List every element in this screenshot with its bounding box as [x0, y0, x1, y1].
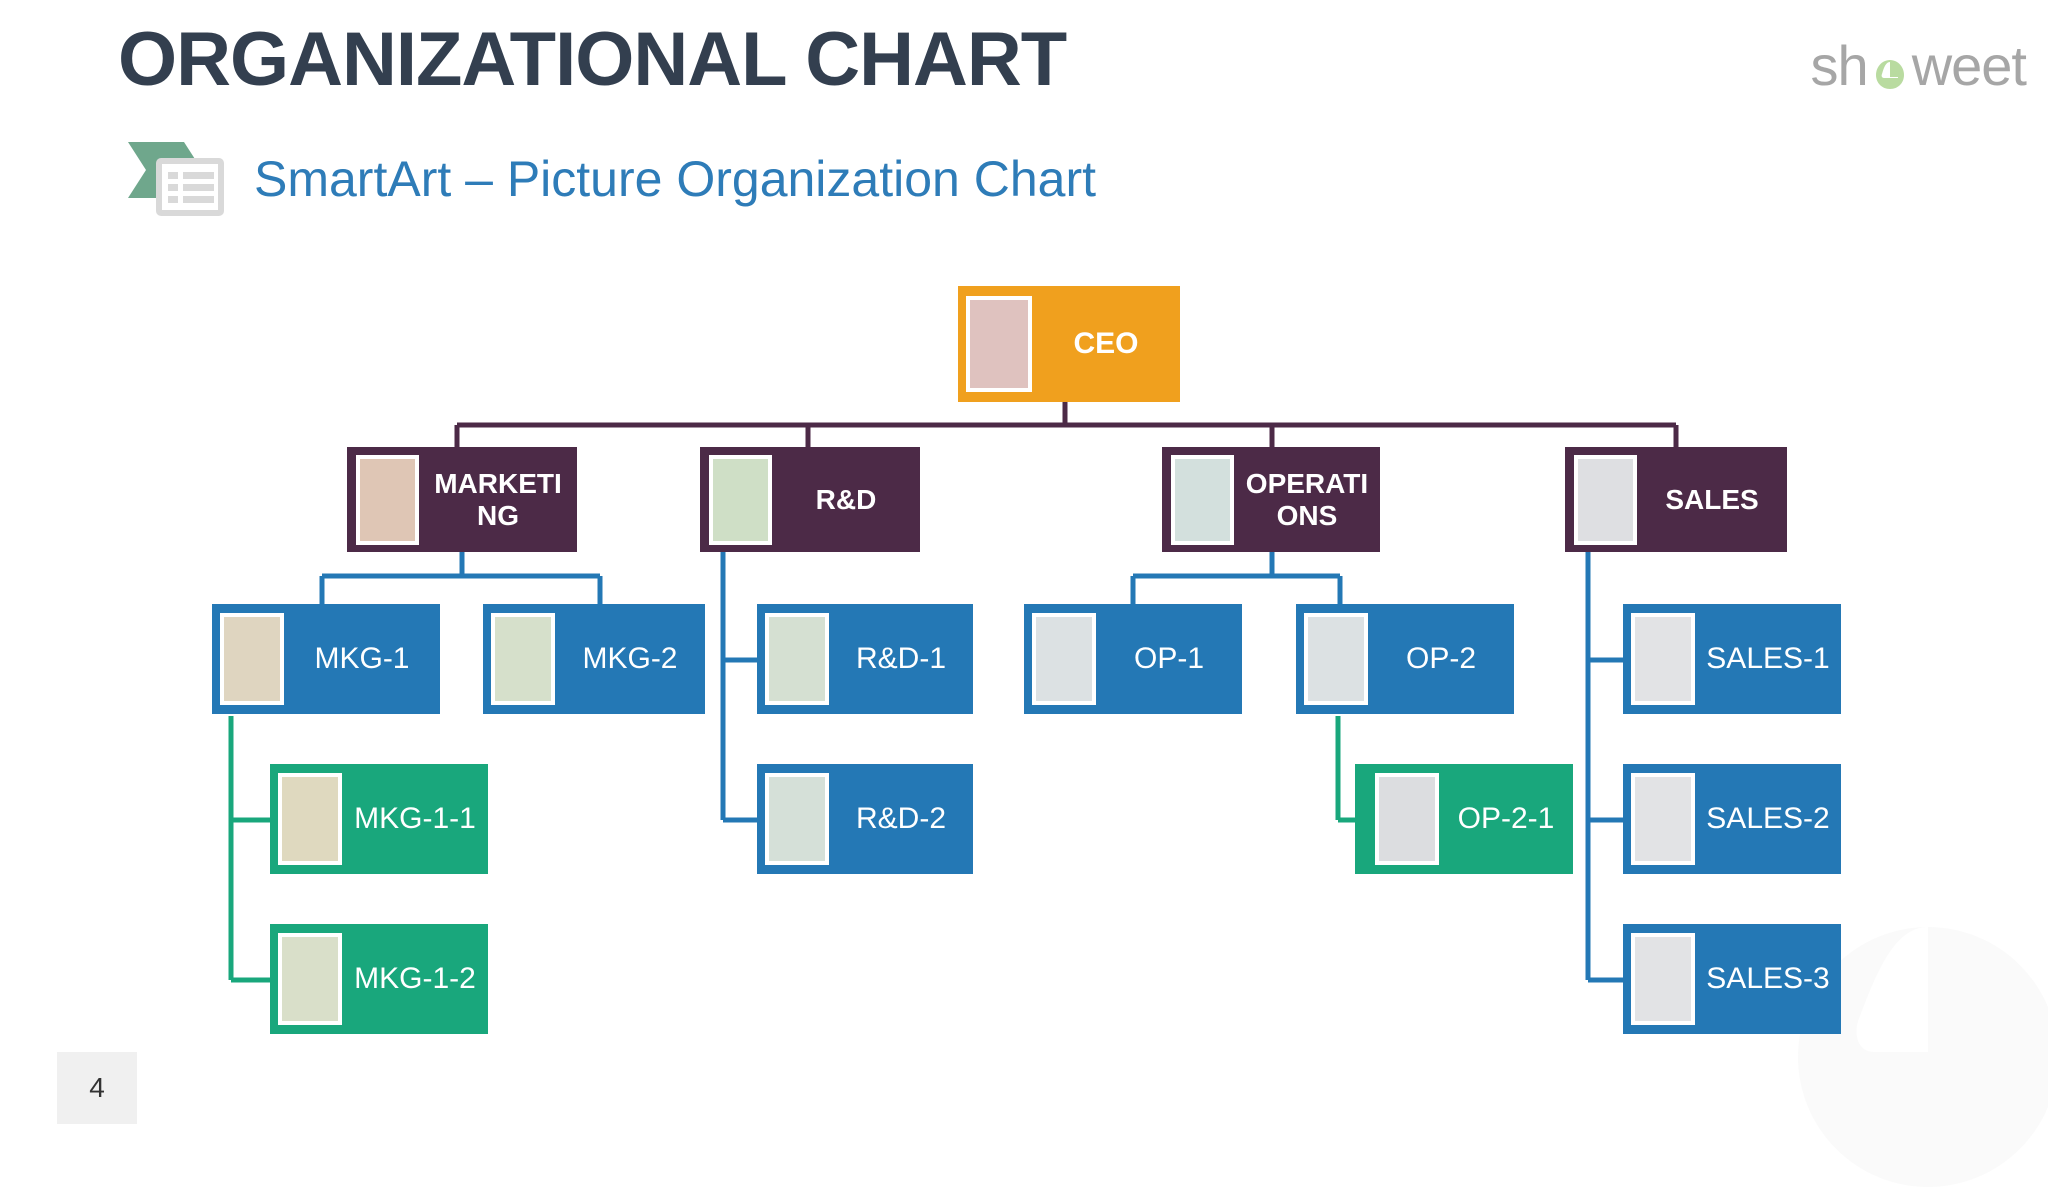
brand-text-pre: sh [1810, 34, 1869, 97]
org-node-rnd-2[interactable]: R&D-2 [757, 764, 973, 874]
org-node-ceo[interactable]: CEO [958, 286, 1180, 402]
node-thumbnail [278, 773, 342, 865]
node-label: SALES-3 [1706, 962, 1830, 996]
node-thumbnail [765, 773, 829, 865]
org-node-mkg-1-2[interactable]: MKG-1-2 [270, 924, 488, 1034]
node-label: OP-1 [1133, 642, 1205, 676]
node-thumbnail [1574, 454, 1637, 545]
page-title: ORGANIZATIONAL CHART [118, 17, 1067, 102]
page-subtitle: SmartArt – Picture Organization Chart [254, 151, 1096, 207]
brand-text-post: weet [1911, 34, 2027, 97]
org-node-sales-2[interactable]: SALES-2 [1623, 764, 1841, 874]
node-label: MKG-1-1 [354, 802, 476, 836]
chevron-slide-icon [128, 140, 224, 218]
node-label: OP-2 [1405, 642, 1477, 676]
subtitle-row: SmartArt – Picture Organization Chart [128, 140, 1096, 218]
node-thumbnail [1032, 613, 1096, 705]
org-node-mkg-1[interactable]: MKG-1 [212, 604, 440, 714]
node-label: R&D-1 [855, 642, 946, 676]
node-label: MKG-1-2 [354, 962, 476, 996]
node-thumbnail [1375, 773, 1439, 865]
node-thumbnail [491, 613, 555, 705]
node-thumbnail [278, 933, 342, 1025]
node-label: OP-2-1 [1457, 802, 1555, 836]
org-node-op-2[interactable]: OP-2 [1296, 604, 1514, 714]
node-label: SALES-1 [1706, 642, 1830, 676]
node-label: MKG-2 [582, 642, 678, 676]
node-thumbnail [765, 613, 829, 705]
node-thumbnail [1304, 613, 1368, 705]
org-node-op-2-1[interactable]: OP-2-1 [1355, 764, 1573, 874]
node-thumbnail [1171, 454, 1234, 545]
org-node-rnd-1[interactable]: R&D-1 [757, 604, 973, 714]
node-thumbnail [1631, 773, 1695, 865]
org-node-op-1[interactable]: OP-1 [1024, 604, 1242, 714]
node-thumbnail [709, 454, 772, 545]
org-node-operations[interactable]: OPERATIONS [1162, 447, 1380, 552]
org-node-marketing[interactable]: MARKETING [347, 447, 577, 552]
node-label: R&D-2 [855, 802, 946, 836]
node-label: CEO [1073, 327, 1139, 361]
node-label: SALES-2 [1706, 802, 1830, 836]
node-label: SALES [1665, 483, 1759, 515]
node-thumbnail [1631, 933, 1695, 1025]
org-chart: CEO MARKETING R&D OPERATIONS SALES MKG-1… [212, 286, 1841, 1034]
org-node-rnd[interactable]: R&D [700, 447, 920, 552]
node-thumbnail [1631, 613, 1695, 705]
slide-number: 4 [57, 1052, 137, 1124]
leaf-circle-mark-icon [1870, 51, 1910, 91]
node-label: OPERATIONS [1245, 468, 1369, 531]
node-thumbnail [966, 296, 1032, 392]
org-node-mkg-1-1[interactable]: MKG-1-1 [270, 764, 488, 874]
org-node-sales-3[interactable]: SALES-3 [1623, 924, 1841, 1034]
node-label: MKG-1 [314, 642, 410, 676]
node-thumbnail [220, 613, 284, 705]
org-chart-connectors [228, 402, 1679, 983]
showeet-logo: sh weet [1810, 34, 2027, 97]
org-node-mkg-2[interactable]: MKG-2 [483, 604, 705, 714]
org-node-sales[interactable]: SALES [1565, 447, 1787, 552]
node-thumbnail [356, 454, 419, 545]
org-node-sales-1[interactable]: SALES-1 [1623, 604, 1841, 714]
node-label: R&D [815, 483, 877, 515]
node-label: MARKETING [434, 468, 562, 531]
